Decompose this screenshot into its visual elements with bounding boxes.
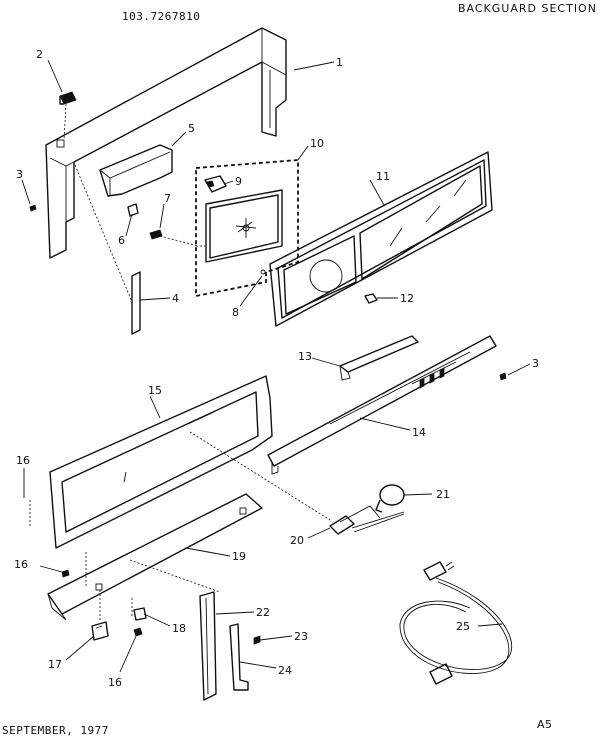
nut-part <box>364 293 378 304</box>
callout-6: 6 <box>118 234 125 247</box>
callout-13: 13 <box>298 350 312 363</box>
callout-16c: 16 <box>108 676 122 689</box>
callout-21: 21 <box>436 488 450 501</box>
control-panel-part <box>267 335 507 475</box>
callout-3b: 3 <box>532 357 539 370</box>
callout-16a: 16 <box>16 454 30 467</box>
callout-22: 22 <box>256 606 270 619</box>
callout-18: 18 <box>172 622 186 635</box>
callout-16b: 16 <box>14 558 28 571</box>
footer-date: SEPTEMBER, 1977 <box>2 724 109 737</box>
callout-15: 15 <box>148 384 162 397</box>
back-panel-part <box>49 375 273 549</box>
callout-10: 10 <box>310 137 324 150</box>
callout-17: 17 <box>48 658 62 671</box>
callout-25: 25 <box>456 620 470 633</box>
callout-19: 19 <box>232 550 246 563</box>
callout-2: 2 <box>36 48 43 61</box>
small-bracket-part <box>127 203 199 247</box>
callout-4: 4 <box>172 292 179 305</box>
leader-lines <box>21 59 531 673</box>
callout-1: 1 <box>336 56 343 69</box>
model-number: 103.7267810 <box>122 10 201 23</box>
bottom-rail-part <box>47 493 263 621</box>
bracket-part <box>99 144 173 197</box>
callout-8: 8 <box>232 306 239 319</box>
strip-part <box>74 164 141 335</box>
end-bracket-part <box>339 335 419 381</box>
callout-14: 14 <box>412 426 426 439</box>
callout-3: 3 <box>16 168 23 181</box>
footer-page-number: A5 <box>537 718 553 731</box>
screw-part <box>29 204 37 212</box>
clip-part <box>59 91 77 141</box>
callout-9: 9 <box>235 175 242 188</box>
lamp-part <box>189 431 405 535</box>
callout-23: 23 <box>294 630 308 643</box>
clock-assembly-part <box>195 159 299 298</box>
section-title: BACKGUARD SECTION <box>458 2 597 15</box>
power-cord-part <box>399 561 512 685</box>
backguard-frame-part <box>45 27 287 259</box>
callout-7: 7 <box>164 192 171 205</box>
callout-11: 11 <box>376 170 390 183</box>
callout-labels: 1 2 3 4 5 6 7 8 9 10 11 12 13 3 14 15 16… <box>14 48 539 689</box>
callout-12: 12 <box>400 292 414 305</box>
callout-24: 24 <box>278 664 292 677</box>
callout-20: 20 <box>290 534 304 547</box>
lower-bracket-part <box>29 498 261 701</box>
window-panel-part <box>269 151 493 327</box>
callout-5: 5 <box>188 122 195 135</box>
